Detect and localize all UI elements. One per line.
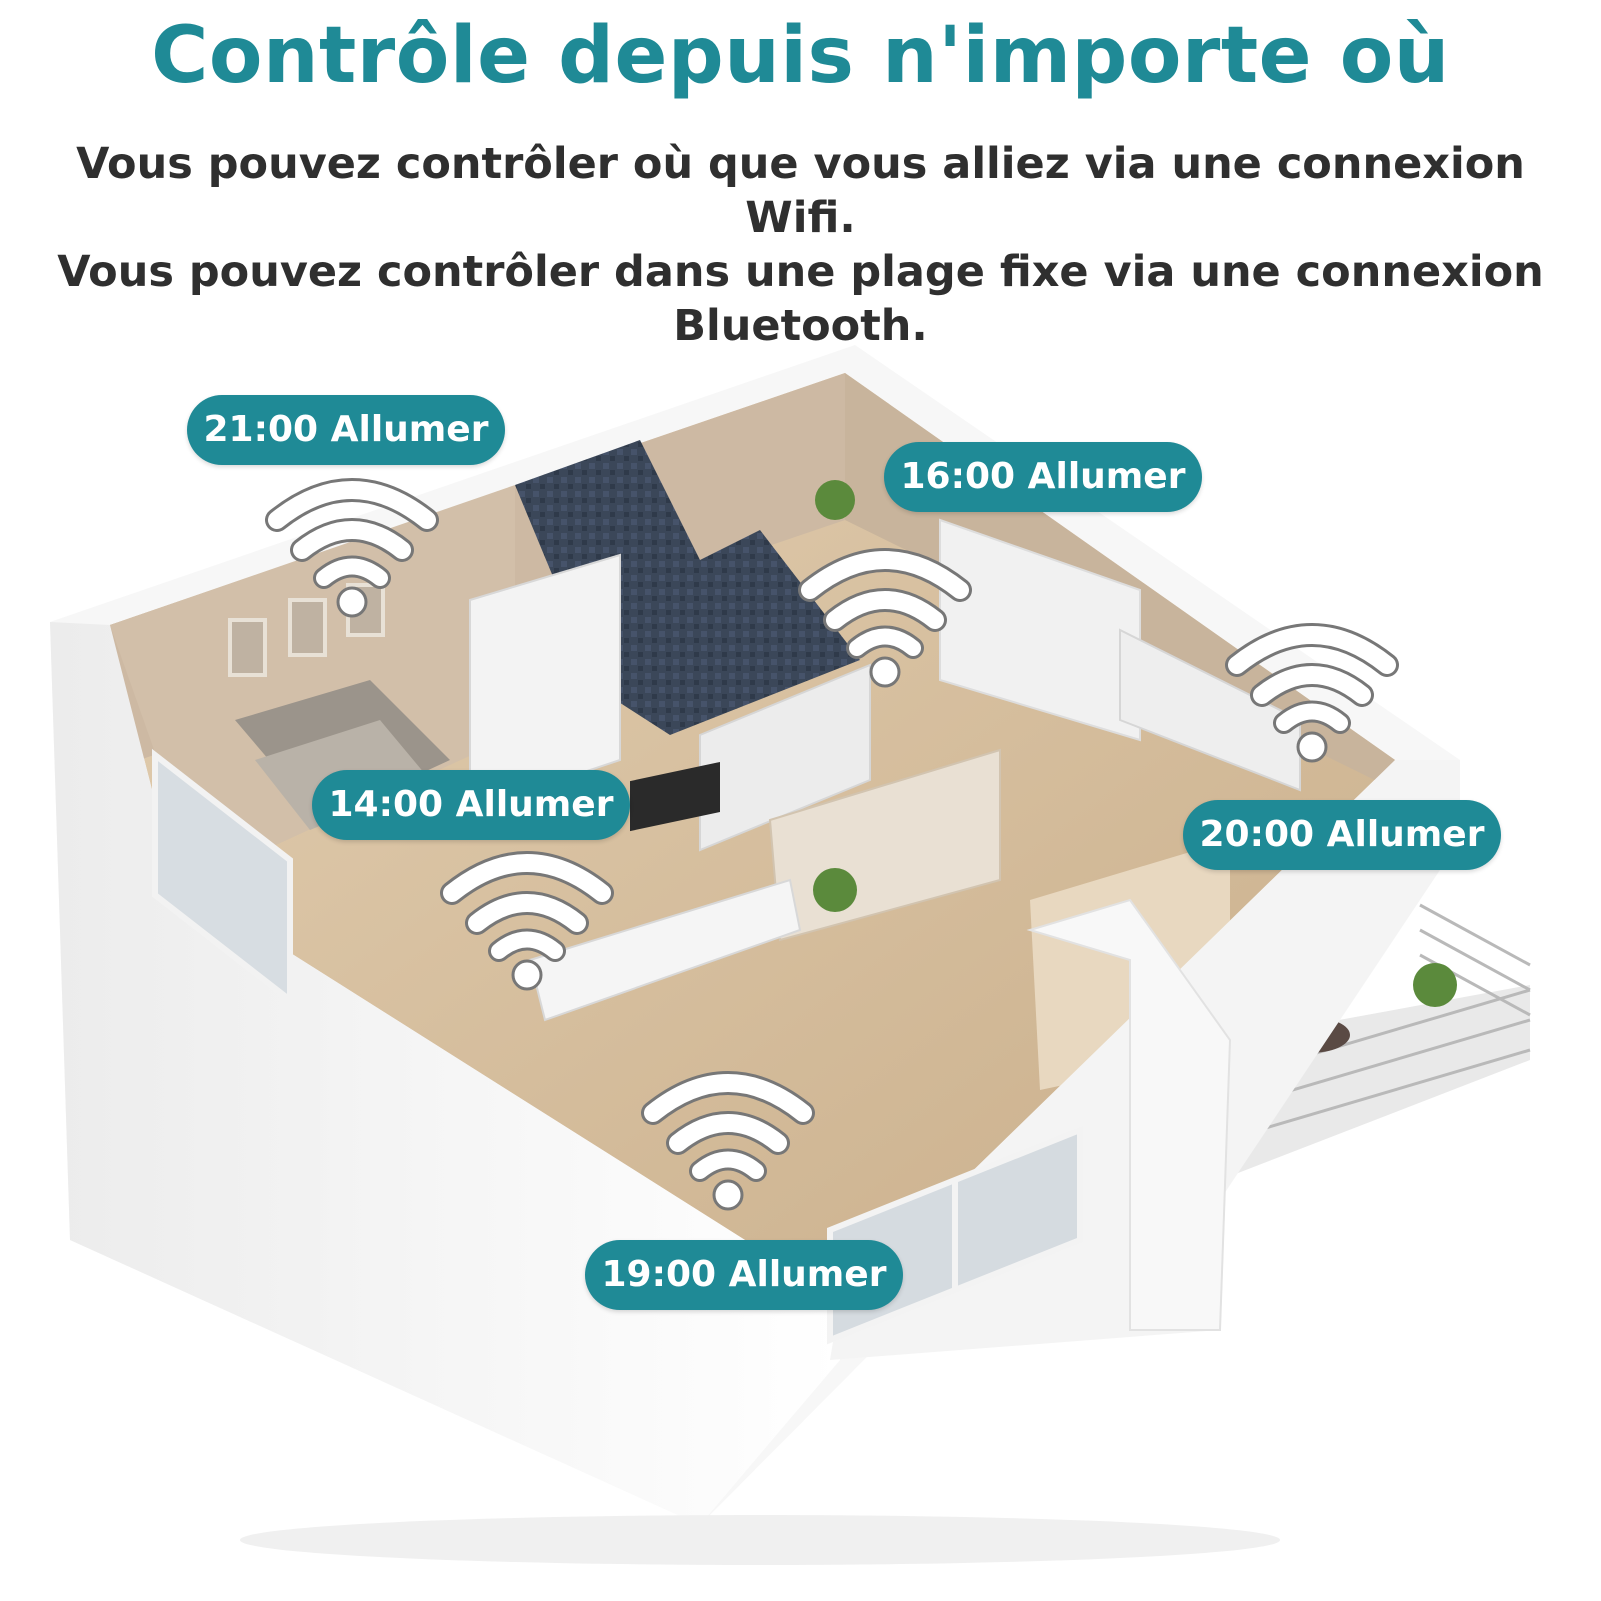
plant	[1413, 963, 1457, 1007]
subtitle-line-3: Bluetooth.	[673, 301, 928, 351]
schedule-label-1600: 16:00 Allumer	[884, 442, 1202, 512]
subtitle-line-1: Vous pouvez contrôler où que vous alliez…	[76, 139, 1525, 243]
ground-shadow	[240, 1515, 1280, 1565]
schedule-label-1400: 14:00 Allumer	[312, 770, 630, 840]
wifi-icon	[1225, 623, 1399, 763]
schedule-label-2000: 20:00 Allumer	[1183, 800, 1501, 870]
wifi-icon	[798, 548, 972, 688]
wifi-icon	[440, 851, 614, 991]
subtitle-line-2: Vous pouvez contrôler dans une plage fix…	[57, 247, 1544, 297]
wall-frame	[228, 618, 267, 677]
wall-frame	[288, 598, 327, 657]
divider-wall-1	[469, 553, 621, 812]
tv	[630, 761, 720, 832]
schedule-label-1900: 19:00 Allumer	[585, 1240, 903, 1310]
tv-console	[528, 878, 802, 1022]
wifi-icon	[265, 478, 439, 618]
wifi-icon	[641, 1071, 815, 1211]
plant	[813, 868, 857, 912]
plant	[815, 480, 855, 520]
kitchen-counter	[1119, 628, 1301, 792]
window-left	[152, 748, 293, 1007]
schedule-label-2100: 21:00 Allumer	[187, 395, 505, 465]
page-subtitle: Vous pouvez contrôler où que vous alliez…	[20, 137, 1581, 353]
kitchen-partition	[1026, 898, 1232, 1331]
page-title: Contrôle depuis n'importe où	[151, 11, 1450, 101]
